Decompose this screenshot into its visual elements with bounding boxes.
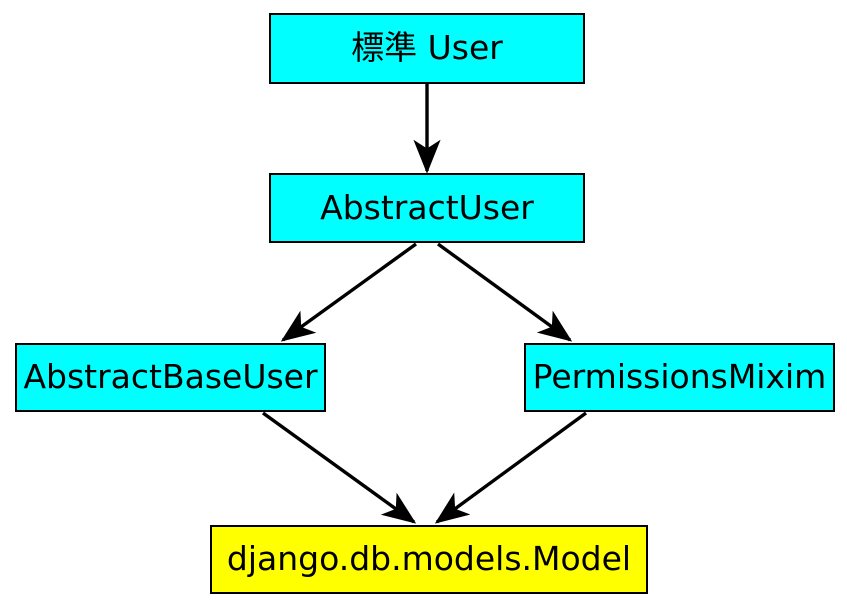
edge-permissions-mixim-to-django-model	[434, 411, 588, 524]
node-django-model[interactable]: django.db.models.Model	[210, 525, 648, 594]
edge-abstract-base-user-to-django-model	[262, 411, 417, 524]
node-permissions-mixim-label: PermissionsMixim	[532, 357, 827, 396]
node-abstract-base-user-label: AbstractBaseUser	[23, 357, 318, 396]
edge-group	[262, 84, 588, 524]
node-abstract-base-user[interactable]: AbstractBaseUser	[15, 343, 326, 412]
node-permissions-mixim[interactable]: PermissionsMixim	[524, 343, 835, 412]
edge-abstract-user-to-permissions-mixim	[437, 242, 573, 342]
node-standard-user[interactable]: 標準 User	[269, 13, 585, 84]
node-django-model-label: django.db.models.Model	[226, 539, 632, 578]
node-abstract-user-label: AbstractUser	[320, 187, 534, 227]
edge-abstract-user-to-abstract-base-user	[280, 242, 417, 342]
node-standard-user-label: 標準 User	[351, 28, 503, 67]
node-abstract-user[interactable]: AbstractUser	[269, 173, 585, 243]
